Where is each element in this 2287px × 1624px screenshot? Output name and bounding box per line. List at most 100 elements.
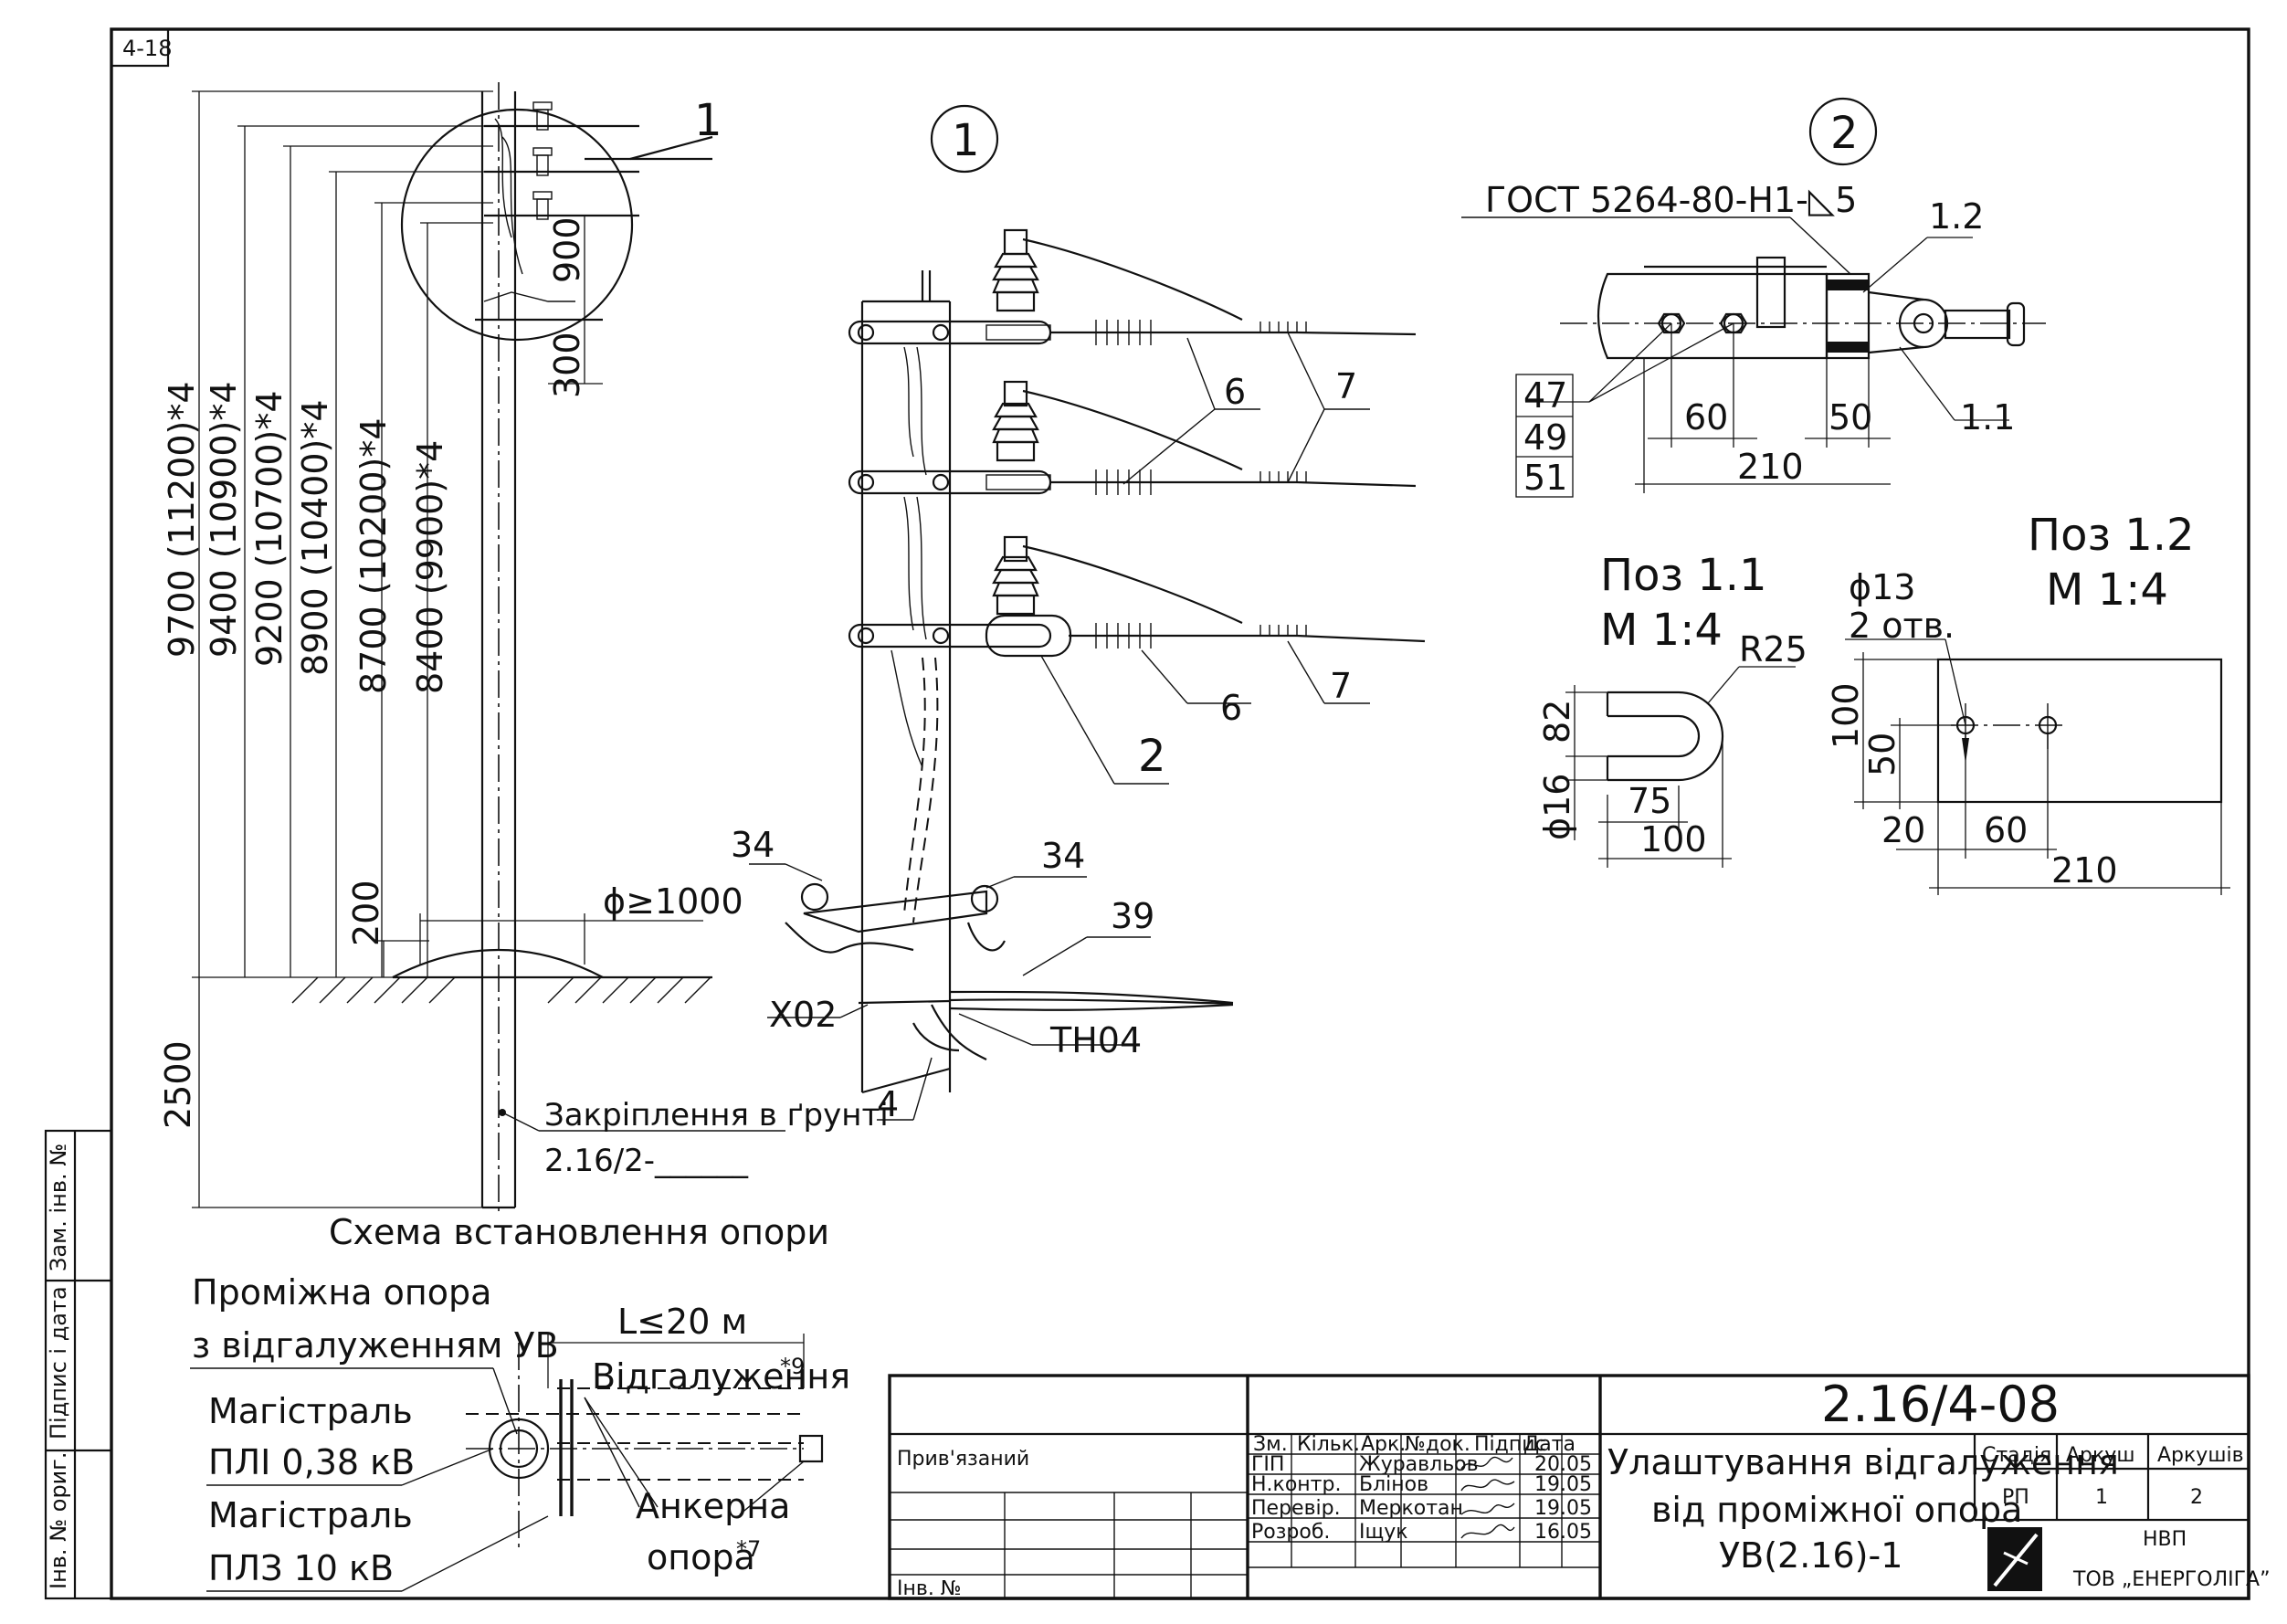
lower-bracket <box>785 882 1234 1060</box>
tb-row3-date: 19.05 <box>1534 1497 1592 1520</box>
tb-title-1: Улаштування відгалуження <box>1607 1442 2119 1482</box>
height-label-4: 8900 (10400)*4 <box>295 400 335 677</box>
tb-header-data: Дата <box>1523 1433 1576 1456</box>
pos-1-1-detail: Поз 1.1 М 1:4 R25 82 ϕ16 75 100 <box>1537 550 1807 868</box>
plan-anchor-1: Анкерна <box>636 1486 790 1526</box>
label-4: 4 <box>877 1084 899 1124</box>
tb-row4-name: Іщук <box>1359 1521 1408 1544</box>
tb-org-1: НВП <box>2143 1528 2187 1551</box>
label-7a: 7 <box>1335 366 1357 406</box>
gost-label: ГОСТ 5264-80-Н1-◺5 <box>1485 180 1857 220</box>
view-2: 2 ГОСТ 5264-80-Н1-◺5 <box>1461 97 2046 498</box>
tb-code: 2.16/4-08 <box>1821 1376 2060 1433</box>
tb-row2-date: 19.05 <box>1534 1473 1592 1496</box>
view-2-marker: 2 <box>1830 108 1859 159</box>
tb-row2-name: Блінов <box>1359 1473 1428 1496</box>
plan-main2-1: Магістраль <box>208 1495 413 1535</box>
label-34a: 34 <box>731 825 775 865</box>
side-stamp-cell-3: Інв. № ориг. <box>46 1451 71 1589</box>
tb-row3-role: Перевір. <box>1251 1497 1341 1520</box>
label-7b: 7 <box>1330 666 1352 706</box>
diameter-label: ϕ≥1000 <box>603 881 743 922</box>
tb-sheet: 1 <box>2095 1486 2108 1509</box>
tb-row4-role: Розроб. <box>1251 1521 1330 1544</box>
tb-header-kilk: Кільк. <box>1297 1433 1360 1456</box>
pos-1-1-dim-75: 75 <box>1628 781 1671 821</box>
label-39: 39 <box>1111 896 1154 936</box>
pos-1-1-dim-16: ϕ16 <box>1537 774 1577 840</box>
view-2-dim-60: 60 <box>1684 397 1728 438</box>
installation-scheme: 1 9700 (11200)*4 9400 <box>158 82 889 1252</box>
callout-1: 1 <box>694 95 722 146</box>
height-label-2: 9400 (10900)*4 <box>204 382 244 659</box>
fixing-label: Закріплення в ґрунті <box>544 1097 889 1134</box>
tb-title-2: від проміжної опора <box>1651 1490 2022 1530</box>
pos-1-2-detail: Поз 1.2 М 1:4 ϕ13 2 отв. 100 50 20 60 21… <box>1826 510 2230 895</box>
side-stamp-cell-2: Підпис і дата <box>46 1286 71 1439</box>
tb-sheet-header: Аркуш <box>2066 1444 2134 1467</box>
pos-1-1-dim-100: 100 <box>1640 819 1707 859</box>
pos-1-2-dim-60: 60 <box>1984 810 2028 850</box>
tb-linked: Прив'язаний <box>897 1448 1029 1471</box>
crossarm-1 <box>848 228 1417 345</box>
plan-anchor-2: опора <box>647 1537 755 1577</box>
plan-support-2: з відгалуженням УВ <box>192 1325 559 1366</box>
height-label-6: 8400 (9900)*4 <box>410 440 450 694</box>
tb-row4-date: 16.05 <box>1534 1521 1592 1544</box>
tb-header-ndok: №док. <box>1405 1433 1470 1456</box>
label-51: 51 <box>1523 458 1567 498</box>
tb-header-izm: Зм. <box>1253 1433 1288 1456</box>
crossarm-2 <box>848 380 1417 495</box>
dim-300: 300 <box>547 332 587 398</box>
tb-header-pidpys: Підпис <box>1474 1433 1546 1456</box>
fixing-ref: 2.16/2-______ <box>544 1143 749 1179</box>
pos-1-2-dim-20: 20 <box>1881 810 1925 850</box>
plan-branch: Відгалуження <box>592 1356 850 1397</box>
tb-inv: Інв. № <box>897 1577 962 1600</box>
height-label-5: 8700 (10200)*4 <box>353 418 394 695</box>
company-logo <box>1987 1527 2042 1591</box>
dim-900: 900 <box>547 216 587 283</box>
view-2-dim-50: 50 <box>1829 397 1872 438</box>
label-6a: 6 <box>1224 372 1246 412</box>
signatures <box>1460 1456 1515 1539</box>
label-34b: 34 <box>1041 836 1085 876</box>
height-label-3: 9200 (10700)*4 <box>249 391 290 668</box>
label-1-2: 1.2 <box>1929 196 1984 237</box>
tb-row2-role: Н.контр. <box>1251 1473 1341 1496</box>
label-6b: 6 <box>1220 688 1242 728</box>
tb-stage-header: Стадія <box>1982 1444 2051 1467</box>
pos-1-2-title: Поз 1.2 <box>2028 510 2195 561</box>
plan-anchor-note: *7 <box>736 1536 761 1562</box>
label-47: 47 <box>1523 375 1567 416</box>
plan-length: L≤20 м <box>617 1302 747 1342</box>
pos-1-1-r25: R25 <box>1739 629 1807 670</box>
tb-row1-name: Журавльов <box>1359 1453 1479 1476</box>
label-2: 2 <box>1138 731 1166 782</box>
height-label-1: 9700 (11200)*4 <box>162 382 202 659</box>
dim-200: 200 <box>346 880 386 946</box>
view-1: 1 <box>731 104 1426 1124</box>
tb-sheets: 2 <box>2190 1486 2203 1509</box>
dim-2500: 2500 <box>158 1040 198 1129</box>
label-49: 49 <box>1523 417 1567 458</box>
pos-1-2-scale: М 1:4 <box>2046 564 2168 616</box>
tb-stage: РП <box>2002 1486 2029 1509</box>
plan-main2-2: ПЛЗ 10 кВ <box>208 1548 394 1588</box>
pos-1-2-dim-100: 100 <box>1826 682 1866 749</box>
pos-1-2-holes: 2 отв. <box>1849 606 1955 646</box>
scheme-caption: Схема встановлення опори <box>329 1212 829 1252</box>
pos-1-1-dim-82: 82 <box>1537 700 1577 743</box>
label-1-1: 1.1 <box>1960 397 2015 438</box>
ground <box>291 913 712 1004</box>
tb-org-2: ТОВ „ЕНЕРГОЛІГА” <box>2072 1568 2270 1591</box>
title-block: 2.16/4-08 Прив'язаний Інв. № Зм. Кільк. … <box>888 1374 2270 1600</box>
plan-main1-1: Магістраль <box>208 1391 413 1431</box>
height-dimensions <box>192 90 712 1208</box>
label-x02: X02 <box>769 995 837 1035</box>
pos-1-1-scale: М 1:4 <box>1600 605 1723 656</box>
crossarm-3 <box>848 535 1426 658</box>
tb-row1-date: 20.05 <box>1534 1453 1592 1476</box>
plan-main1-2: ПЛІ 0,38 кВ <box>208 1442 415 1482</box>
pos-1-2-dim-210: 210 <box>2051 850 2118 891</box>
